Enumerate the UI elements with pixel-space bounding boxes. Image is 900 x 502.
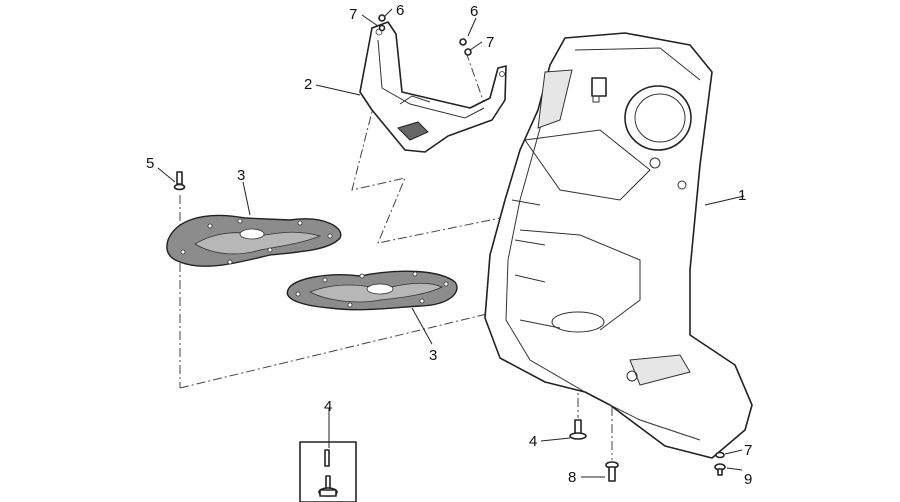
callout-7: 7 xyxy=(349,6,357,23)
assembly-lines xyxy=(179,30,613,460)
callout-5: 5 xyxy=(146,155,154,172)
inset-detail-box xyxy=(299,441,357,502)
callout-6: 6 xyxy=(396,2,404,19)
washer-icon xyxy=(378,14,472,56)
gasket-icon xyxy=(166,214,342,267)
callout-2: 2 xyxy=(304,76,312,93)
callout-6: 6 xyxy=(470,3,478,20)
callout-4: 4 xyxy=(529,433,537,450)
gasket-icon xyxy=(286,270,458,311)
callout-9: 9 xyxy=(744,471,752,488)
callout-7: 7 xyxy=(744,442,752,459)
bracket-icon xyxy=(359,21,507,153)
rivet-icon xyxy=(569,419,587,440)
callout-8: 8 xyxy=(568,469,576,486)
callout-labels: 1 2 3 3 4 4 5 6 6 7 7 7 8 9 xyxy=(146,2,752,488)
callout-1: 1 xyxy=(738,187,746,204)
screw-icon xyxy=(605,461,619,482)
leader-lines xyxy=(157,8,745,478)
front-shield-icon xyxy=(484,32,753,459)
callout-3: 3 xyxy=(237,167,245,184)
callout-3: 3 xyxy=(429,347,437,364)
callout-7: 7 xyxy=(486,34,494,51)
callout-4: 4 xyxy=(324,398,332,415)
screw-icon xyxy=(714,451,726,476)
screw-icon xyxy=(173,171,186,191)
